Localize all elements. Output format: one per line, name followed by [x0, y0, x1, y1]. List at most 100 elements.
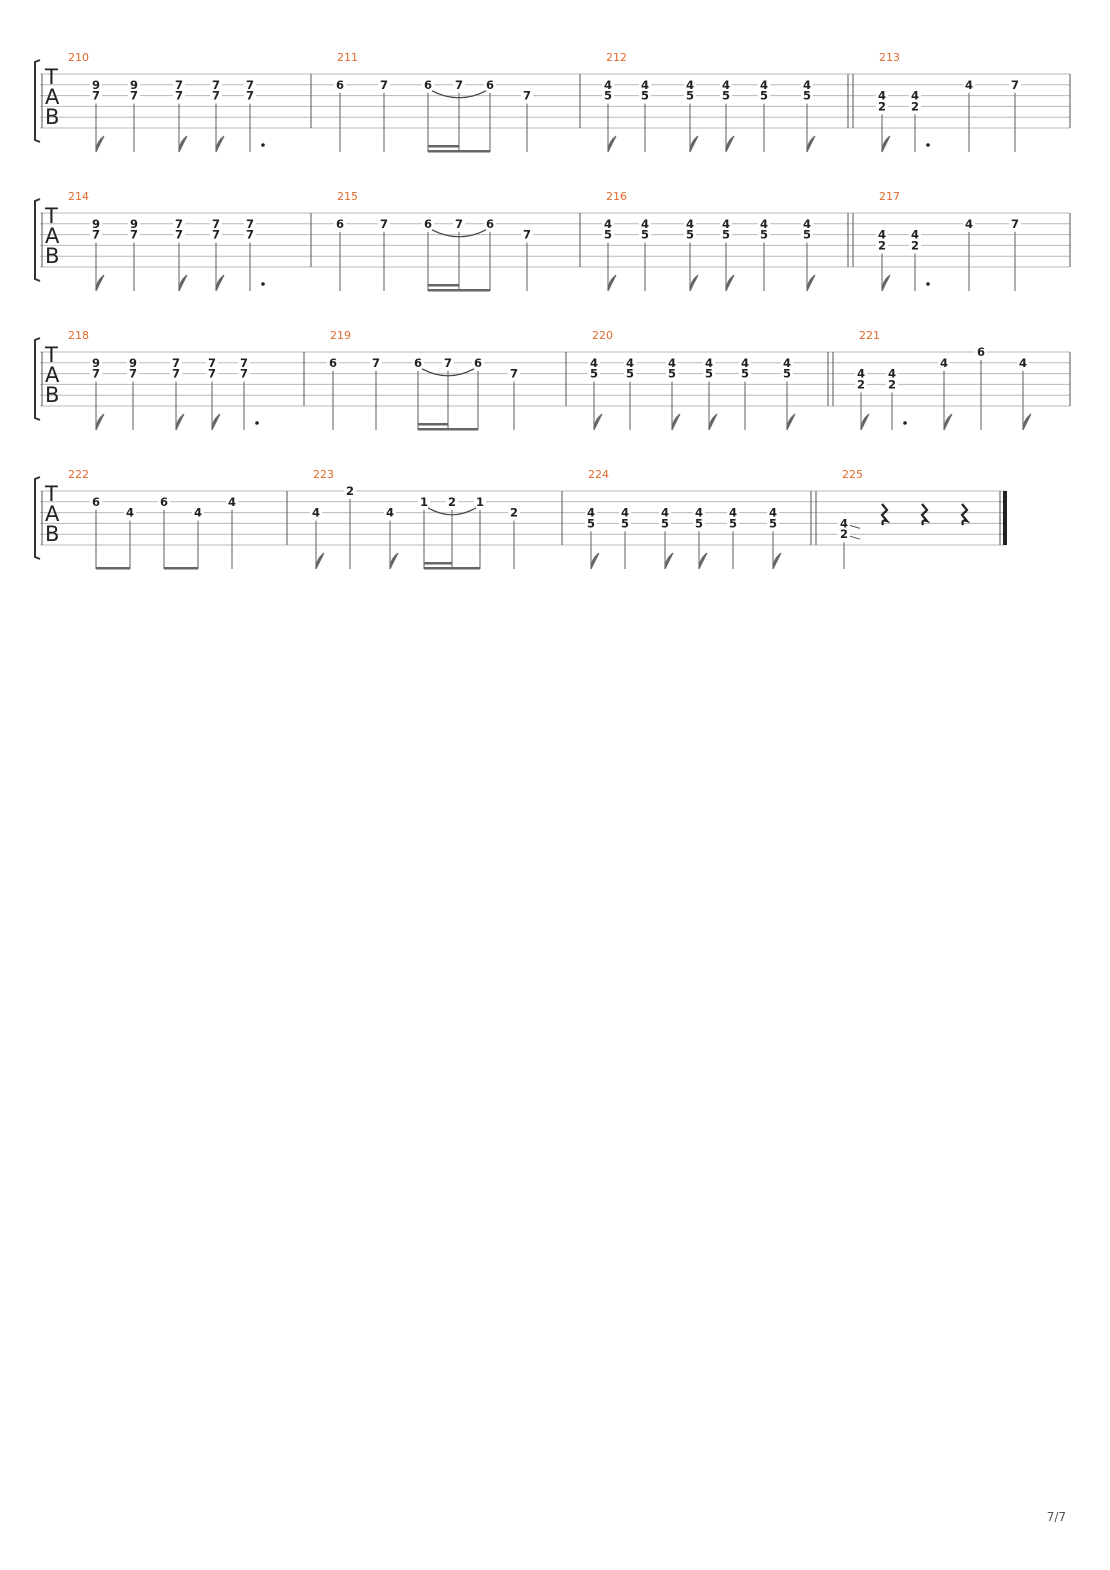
fret-number: 9: [92, 356, 100, 370]
fret-number: 7: [1011, 217, 1019, 231]
fret-number: 5: [668, 367, 676, 381]
fret-mask: [90, 495, 102, 508]
fret-number: 7: [380, 217, 388, 231]
fret-mask: [173, 78, 185, 91]
fret-number: 2: [346, 484, 354, 498]
fret-mask: [639, 89, 651, 102]
fret-mask: [206, 367, 218, 380]
fret-number: 4: [965, 217, 973, 231]
fret-number: 5: [769, 516, 777, 530]
fret-mask: [378, 78, 390, 91]
fret-number: 7: [175, 89, 183, 103]
fret-mask: [727, 506, 739, 519]
fret-number: 6: [92, 495, 100, 509]
fret-mask: [90, 217, 102, 230]
fret-mask: [170, 356, 182, 369]
measure-number: 210: [68, 51, 89, 64]
fret-number: 6: [414, 356, 422, 370]
fret-mask: [693, 517, 705, 530]
fret-number: 7: [175, 217, 183, 231]
fret-number: 5: [705, 367, 713, 381]
fret-number: 2: [510, 506, 518, 520]
fret-mask: [727, 517, 739, 530]
fret-number: 5: [722, 89, 730, 103]
fret-mask: [909, 228, 921, 241]
fret-number: 2: [448, 495, 456, 509]
fret-mask: [720, 217, 732, 230]
tab-clef-letter: B: [45, 244, 59, 268]
system-bracket: [34, 476, 41, 560]
fret-number: 5: [783, 367, 791, 381]
tab-clef-letter: T: [44, 65, 58, 89]
fret-mask: [124, 506, 136, 519]
eighth-flag: [95, 413, 105, 431]
fret-number: 5: [695, 516, 703, 530]
eighth-flag: [175, 413, 185, 431]
slide-line: [849, 524, 861, 529]
fret-number: 7: [246, 89, 254, 103]
fret-mask: [703, 356, 715, 369]
tab-clef-letter: A: [45, 363, 60, 387]
fret-mask: [210, 89, 222, 102]
fret-mask: [474, 495, 486, 508]
fret-mask: [484, 217, 496, 230]
fret-mask: [639, 228, 651, 241]
fret-mask: [422, 217, 434, 230]
page-number: 7/7: [1046, 1510, 1066, 1524]
fret-mask: [938, 356, 950, 369]
fret-number: 4: [604, 217, 612, 231]
fret-number: 4: [312, 506, 320, 520]
system-bracket: [34, 337, 41, 421]
fret-mask: [659, 506, 671, 519]
fret-mask: [602, 228, 614, 241]
fret-mask: [909, 100, 921, 113]
fret-number: 7: [510, 367, 518, 381]
fret-mask: [758, 228, 770, 241]
fret-mask: [876, 239, 888, 252]
fret-number: 4: [722, 78, 730, 92]
fret-number: 7: [208, 367, 216, 381]
fret-number: 7: [1011, 78, 1019, 92]
fret-number: 9: [92, 217, 100, 231]
fret-mask: [684, 228, 696, 241]
fret-mask: [739, 356, 751, 369]
fret-mask: [588, 367, 600, 380]
tab-clef-letter: B: [45, 522, 59, 546]
fret-mask: [244, 228, 256, 241]
fret-mask: [1009, 78, 1021, 91]
fret-mask: [639, 217, 651, 230]
fret-mask: [838, 528, 850, 541]
fret-number: 7: [129, 367, 137, 381]
eighth-flag: [95, 135, 105, 153]
fret-number: 7: [175, 228, 183, 242]
eighth-flag: [725, 135, 735, 153]
fret-mask: [370, 356, 382, 369]
fret-number: 6: [486, 78, 494, 92]
fret-number: 7: [372, 356, 380, 370]
fret-mask: [876, 228, 888, 241]
fret-number: 9: [92, 78, 100, 92]
measure-number: 224: [588, 468, 609, 481]
fret-number: 4: [590, 356, 598, 370]
fret-mask: [876, 100, 888, 113]
fret-number: 4: [194, 506, 202, 520]
fret-mask: [767, 517, 779, 530]
fret-mask: [90, 78, 102, 91]
fret-mask: [666, 356, 678, 369]
fret-mask: [855, 378, 867, 391]
fret-number: 2: [878, 99, 886, 113]
measure-number: 225: [842, 468, 863, 481]
measure-number: 221: [859, 329, 880, 342]
fret-mask: [484, 78, 496, 91]
fret-number: 7: [130, 228, 138, 242]
measure-number: 216: [606, 190, 627, 203]
fret-mask: [1017, 356, 1029, 369]
fret-number: 4: [911, 89, 919, 103]
fret-mask: [192, 506, 204, 519]
fret-mask: [344, 485, 356, 497]
fret-mask: [378, 217, 390, 230]
eighth-flag: [689, 274, 699, 292]
fret-mask: [758, 89, 770, 102]
fret-number: 5: [686, 89, 694, 103]
